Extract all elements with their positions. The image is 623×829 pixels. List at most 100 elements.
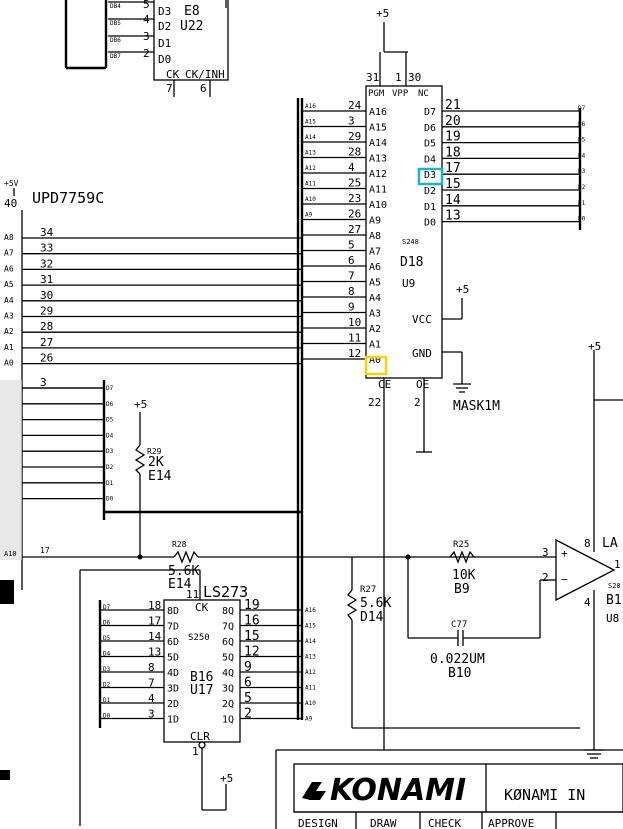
title-company-text: KØNAMI IN xyxy=(504,786,585,804)
d18-data-pin-label: D5 xyxy=(424,139,436,150)
upd-pin-number: 29 xyxy=(40,305,53,318)
ls273-in-label: 8D xyxy=(167,606,179,617)
ls273-out-pin: 5 xyxy=(244,691,252,706)
r25-value: 10K xyxy=(452,568,476,583)
title-block: KONAMI KØNAMI IN DESIGN DRAW CHECK APPRO… xyxy=(275,749,623,829)
ls273-in-pin: 3 xyxy=(148,708,155,721)
ls273-out-net: A11 xyxy=(305,685,316,692)
d18-ref: D18 xyxy=(400,255,423,270)
d18-addr-pin-number: 7 xyxy=(348,270,355,283)
ls273-in-net: D6 xyxy=(103,620,111,627)
ls273-out-net: A13 xyxy=(305,654,316,661)
u22-chip: 5 4 3 2 D3 D2 D1 D0 E8 U22 CK CK/INH 7 6… xyxy=(64,0,229,97)
d18-addr-pin-label: A12 xyxy=(369,169,387,180)
upd-dbus-label: D4 xyxy=(106,432,114,439)
ls273-out-label: 3Q xyxy=(222,684,234,695)
upd-pin-number: 34 xyxy=(40,226,54,239)
d18-addr-pin-number: 25 xyxy=(348,177,361,190)
r28-resistor: R28 5.6K E14 xyxy=(168,540,556,592)
upd-pin-40: 40 xyxy=(4,197,17,210)
d18-label-oe: OE xyxy=(416,378,429,391)
u22-net-db4: DB4 xyxy=(110,3,121,10)
opamp-p2: 2 xyxy=(542,571,549,584)
r25-ref: R25 xyxy=(453,540,469,550)
ls273-out-net: A15 xyxy=(305,623,316,630)
upd-pin-number: 32 xyxy=(40,257,53,270)
r29-loc: E14 xyxy=(148,469,172,484)
u22-label-d2: D2 xyxy=(158,20,171,33)
upd-pin-label: A8 xyxy=(4,233,14,242)
u22-net-db6: DB6 xyxy=(110,37,121,44)
d18-addr-pin-number: 11 xyxy=(348,332,361,345)
d18-data-pin-number: 20 xyxy=(445,114,461,129)
ls273-out-label: 1Q xyxy=(222,715,234,726)
upd-pin-3: 3 xyxy=(40,376,47,389)
d18-addr-pin-number: 24 xyxy=(348,99,362,112)
d18-addr-pin-label: A15 xyxy=(369,123,387,134)
d18-addr-pin-number: 6 xyxy=(348,254,355,267)
d18-addr-pin-label: A6 xyxy=(369,262,381,273)
upd-dbus-label: D2 xyxy=(106,464,114,471)
d18-addr-pin-label: A4 xyxy=(369,293,381,304)
title-cell-design: DESIGN xyxy=(298,817,338,829)
ls273-in-pin: 13 xyxy=(148,646,161,659)
title-cell-check: CHECK xyxy=(428,817,461,829)
right-bus-label: D4 xyxy=(578,152,586,159)
upd-pin-label: A2 xyxy=(4,327,14,336)
u22-label-ckinh: CK/INH xyxy=(185,68,225,81)
ls273-out-pin: 19 xyxy=(244,598,260,613)
ls273-out-net: A10 xyxy=(305,700,316,707)
ls273-out-net: A14 xyxy=(305,638,316,645)
r28-value: 5.6K xyxy=(168,564,199,579)
ls273-in-net: D0 xyxy=(103,713,111,720)
title-company: KONAMI xyxy=(330,773,466,808)
d18-addr-pin-label: A16 xyxy=(369,107,387,118)
upd-dbus-label: D6 xyxy=(106,401,114,408)
upd-pin-label: A4 xyxy=(4,296,14,305)
d18-pin-31: 31 xyxy=(366,71,379,84)
opamp-p8: 8 xyxy=(584,537,591,550)
upd-pin-label: A7 xyxy=(4,249,14,258)
upd-pin-label: A1 xyxy=(4,343,14,352)
d18-addr-pin-label: A10 xyxy=(369,200,387,211)
ls273-out-label: 6Q xyxy=(222,637,234,648)
r27-ref: R27 xyxy=(360,585,376,595)
upd-pin-label: A0 xyxy=(4,359,14,368)
d18-addr-pin-label: A14 xyxy=(369,138,387,149)
upd-name: UPD7759C xyxy=(32,189,104,207)
d18-addr-pin-number: 3 xyxy=(348,115,355,128)
d18-label-vpp: VPP xyxy=(392,89,409,99)
ls273-in-label: 2D xyxy=(167,699,179,710)
right-bus-label: D2 xyxy=(578,184,586,191)
right-bus-label: D1 xyxy=(578,200,586,207)
r27-loc: D14 xyxy=(360,610,384,625)
u22-part: U22 xyxy=(180,19,203,34)
u22-pin-2: 2 xyxy=(143,47,150,60)
u22-label-d3: D3 xyxy=(158,5,171,18)
upd-dbus-label: D1 xyxy=(106,480,114,487)
upd-pin-label: A3 xyxy=(4,312,14,321)
ls273-in-label: 5D xyxy=(167,653,179,664)
d18-supply: +5 xyxy=(376,7,389,20)
upd-pin-number: 30 xyxy=(40,289,53,302)
u22-label-d0: D0 xyxy=(158,53,171,66)
d18-address-pins: 24A163A1529A1428A134A1225A1123A1026A927A… xyxy=(302,99,387,366)
opamp-minus: − xyxy=(561,573,568,586)
ls273-ref: B16 xyxy=(190,670,213,685)
ls273-out-pin: 12 xyxy=(244,645,260,660)
left-bus-label: A16 xyxy=(305,103,316,110)
ls273-in-net: D3 xyxy=(103,666,111,673)
ls273-in-label: 7D xyxy=(167,622,179,633)
ls273-in-label: 3D xyxy=(167,684,179,695)
upd-dbus-label: D7 xyxy=(106,385,114,392)
upd-bottom-pin: 17 xyxy=(40,546,50,555)
ls273-part: U17 xyxy=(190,683,213,698)
d18-addr-pin-label: A2 xyxy=(369,324,381,335)
ls273-out-label: 7Q xyxy=(222,622,234,633)
upd-bottom: A10 xyxy=(4,550,17,558)
ls273-in-net: D1 xyxy=(103,697,111,704)
d18-vcc: VCC xyxy=(412,313,432,326)
